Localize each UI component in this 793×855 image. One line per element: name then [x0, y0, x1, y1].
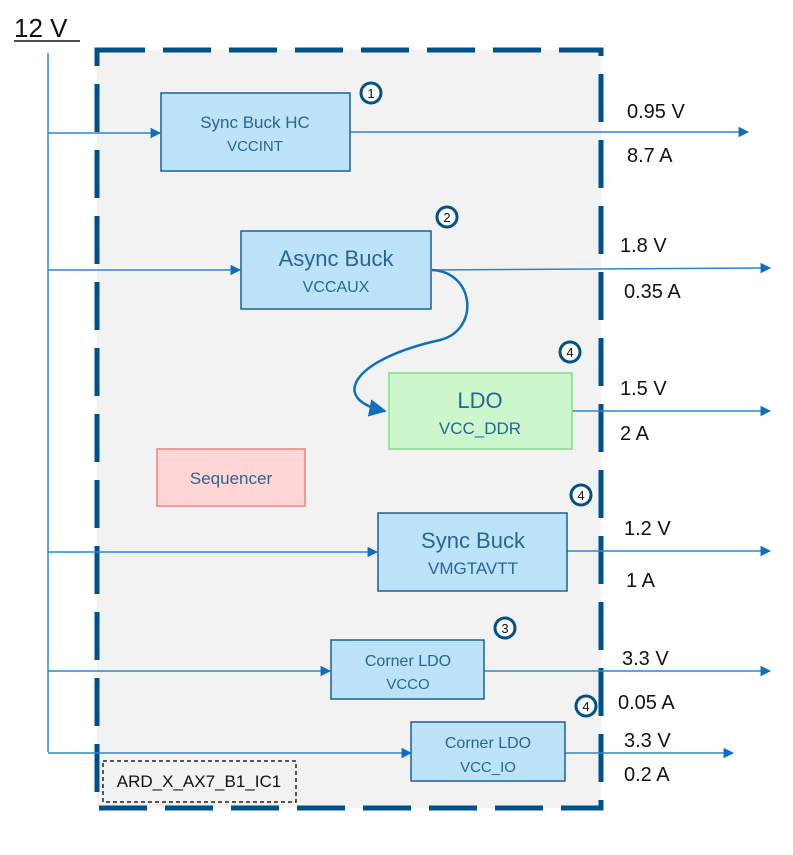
block-rail: VCC_IO [460, 759, 516, 776]
input-rail-label: 12 V [14, 13, 68, 43]
vccaux-to-ldo-connector [353, 268, 469, 417]
svg-text:2: 2 [443, 210, 450, 225]
output-current-vcc-io: 0.2 A [624, 764, 670, 786]
block-vcc-io[interactable]: Corner LDO VCC_IO [410, 721, 566, 782]
badge-vccint: 1 [359, 81, 383, 105]
block-rail: VCC_DDR [439, 419, 521, 438]
output-voltage-vmgtavtt: 1.2 V [624, 518, 671, 540]
block-rail: VMGTAVTT [428, 559, 518, 578]
badge-vmgtavtt: 4 [569, 483, 593, 507]
block-title: Corner LDO [445, 735, 531, 752]
svg-text:4: 4 [582, 699, 589, 714]
output-current-vcc-ddr: 2 A [620, 423, 650, 445]
output-voltage-vcc-ddr: 1.5 V [620, 378, 667, 400]
block-vmgtavtt[interactable]: Sync Buck VMGTAVTT [377, 512, 568, 592]
sequencer-label: Sequencer [190, 469, 273, 488]
block-vcc-ddr[interactable]: LDO VCC_DDR [388, 372, 573, 450]
block-vccint[interactable]: Sync Buck HC VCCINT [160, 92, 351, 172]
block-rail: VCCAUX [303, 279, 370, 296]
svg-text:4: 4 [577, 488, 584, 503]
badge-vcc-ddr: 4 [558, 340, 582, 364]
output-current-vccaux: 0.35 A [624, 281, 681, 303]
svg-text:3: 3 [501, 621, 508, 636]
output-voltage-vcc-io: 3.3 V [624, 730, 671, 752]
ic-reference-label: ARD_X_AX7_B1_IC1 [102, 760, 297, 803]
block-title: Async Buck [279, 246, 395, 271]
block-rail: VCCINT [227, 138, 283, 155]
output-current-vcco: 0.05 A [618, 692, 675, 714]
sequencer-block[interactable]: Sequencer [156, 448, 306, 507]
output-current-vccint: 8.7 A [627, 145, 673, 167]
block-vcco[interactable]: Corner LDO VCCO [330, 639, 485, 700]
block-rail: VCCO [386, 676, 429, 693]
block-vccaux[interactable]: Async Buck VCCAUX [240, 230, 432, 310]
output-voltage-vccaux: 1.8 V [620, 235, 667, 257]
output-voltage-vcco: 3.3 V [622, 648, 669, 670]
svg-text:ARD_X_AX7_B1_IC1: ARD_X_AX7_B1_IC1 [117, 772, 281, 791]
block-title: Sync Buck HC [200, 113, 310, 132]
block-title: Sync Buck [421, 528, 526, 553]
svg-text:1: 1 [367, 86, 374, 101]
output-voltage-vccint: 0.95 V [627, 101, 685, 123]
badge-vcco: 3 [493, 616, 517, 640]
badge-vcc-io: 4 [574, 694, 598, 718]
block-title: LDO [457, 388, 502, 413]
output-wire-vccaux [431, 262, 772, 274]
block-title: Corner LDO [365, 653, 451, 670]
svg-text:4: 4 [566, 345, 573, 360]
output-current-vmgtavtt: 1 A [626, 570, 656, 592]
badge-vccaux: 2 [435, 205, 459, 229]
